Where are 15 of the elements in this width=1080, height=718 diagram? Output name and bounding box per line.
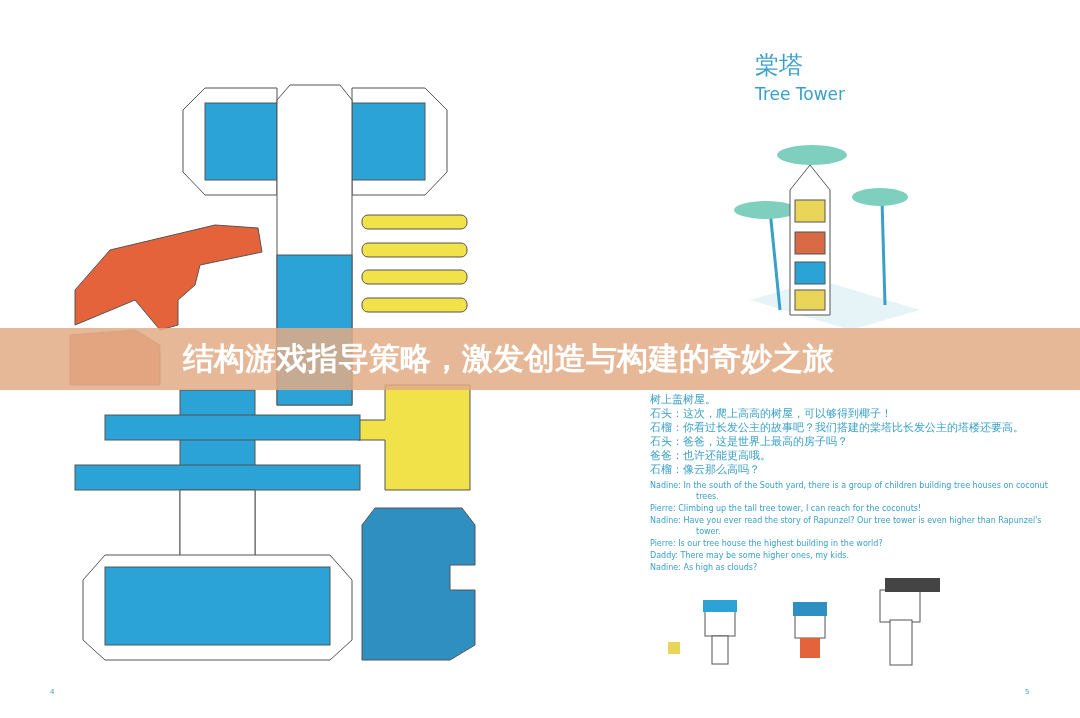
dialogue-line: 石头：这次，爬上高高的树屋，可以够得到椰子！ [650, 407, 893, 421]
dialogue-line: Nadine: As high as clouds? [650, 562, 759, 574]
dialogue-line: Pierre: Is our tree house the highest building in the world? [650, 538, 884, 550]
dialogue-line: 树上盖树屋。 [650, 393, 717, 407]
dialogue-line: 石榴：你看过长发公主的故事吧？我们搭建的棠塔比长发公主的塔楼还要高。 [650, 421, 1025, 435]
page-subheading: Tree Tower [755, 84, 847, 106]
dialogue-line: 爸爸：也许还能更高哦。 [650, 449, 772, 463]
dialogue-line: 石榴：像云那么高吗？ [650, 463, 761, 477]
banner-title: 结构游戏指导策略，激发创造与构建的奇妙之旅 [183, 339, 834, 378]
dialogue-line: Pierre: Climbing up the tall tree tower, I can reach for the coconuts! [650, 503, 923, 515]
dialogue-line: Daddy: There may be some higher ones, my kids. [650, 550, 850, 562]
page-heading: 棠塔 [755, 50, 804, 80]
dialogue-line: Nadine: Have you ever read the story of Rapunzel? Our tree tower is even higher than Rapunzel's tower. [650, 515, 1043, 538]
dialogue-line: 石头：爸爸，这是世界上最高的房子吗？ [650, 435, 849, 449]
dialogue-line: Nadine: In the south of the South yard, there is a group of children building tree houses on coconut trees. [650, 480, 1049, 503]
